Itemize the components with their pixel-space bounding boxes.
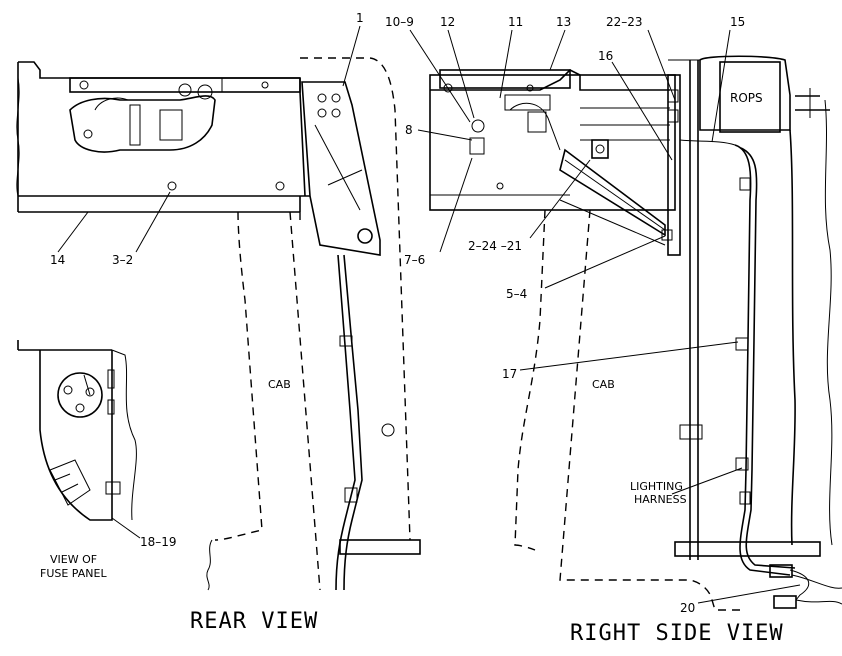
cab-label-side: CAB (592, 378, 615, 391)
rops-label: ROPS (730, 91, 763, 105)
right-side-view-title: RIGHT SIDE VIEW (570, 621, 784, 646)
callout-2-24-21: 2–24 –21 (468, 239, 522, 253)
callout-labels: 1 10–9 12 11 13 22–23 15 16 8 14 3–2 7–6… (40, 11, 784, 646)
callout-3-2: 3–2 (112, 253, 133, 267)
callout-12: 12 (440, 15, 455, 29)
view-of-label: VIEW OF (50, 553, 97, 566)
callout-13: 13 (556, 15, 571, 29)
callout-8: 8 (405, 123, 413, 137)
callout-11: 11 (508, 15, 523, 29)
leader-lines (57, 25, 801, 604)
callout-16: 16 (598, 49, 613, 63)
rear-view-title: REAR VIEW (190, 609, 318, 634)
lighting-label: LIGHTING (630, 480, 683, 493)
fuse-panel-label: FUSE PANEL (40, 567, 107, 580)
callout-18-19: 18–19 (140, 535, 177, 549)
callout-7-6: 7–6 (404, 253, 425, 267)
right-side-view-drawing (429, 55, 842, 611)
rear-view-drawing (16, 57, 421, 591)
cab-label-rear: CAB (268, 378, 291, 391)
callout-15: 15 (730, 15, 745, 29)
callout-17: 17 (502, 367, 517, 381)
callout-1: 1 (356, 11, 364, 25)
callout-5-4: 5–4 (506, 287, 527, 301)
callout-10-9: 10–9 (385, 15, 414, 29)
callout-22-23: 22–23 (606, 15, 643, 29)
harness-label: HARNESS (634, 493, 687, 506)
fuse-panel-inset (17, 340, 137, 521)
callout-14: 14 (50, 253, 65, 267)
callout-20: 20 (680, 601, 695, 615)
